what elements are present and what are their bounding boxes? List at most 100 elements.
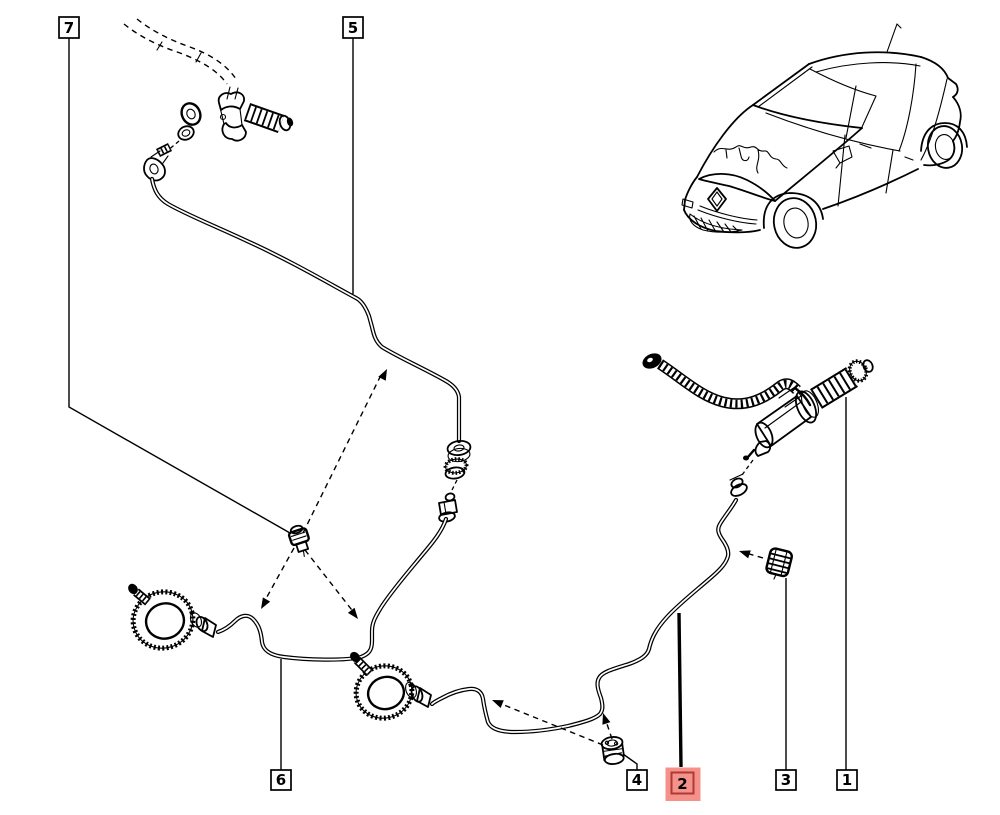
callout-3[interactable]: 3 (775, 769, 797, 791)
car-windshield (757, 66, 877, 128)
car-rear-arch (920, 122, 968, 152)
car-rear-wheel (926, 125, 964, 169)
callout-4-box[interactable] (626, 769, 648, 791)
arrowhead (347, 607, 362, 622)
car-c-pillar (898, 63, 917, 152)
hose-ticks (156, 41, 202, 63)
elbow-detail (150, 150, 169, 164)
nut-sides (601, 742, 625, 762)
nut-pin (613, 741, 619, 746)
assembly-arrow-clip7-right (304, 549, 362, 622)
car-beltline (765, 112, 901, 152)
elbow-fitting (143, 157, 166, 182)
connector-collar (195, 615, 209, 633)
arrowhead (737, 547, 751, 559)
union-nut (177, 125, 195, 141)
cylinder-body-detail (764, 386, 802, 429)
connector-hex (201, 617, 217, 638)
callout-2-box[interactable] (670, 771, 695, 795)
bleed-valve (746, 448, 756, 459)
callout-1[interactable]: 1 (836, 769, 858, 791)
end-knurl-outline (849, 360, 867, 382)
car-door-handles (859, 143, 914, 161)
connector-hex (416, 687, 432, 708)
cylinder-flange (794, 390, 818, 424)
callout-2-highlighted[interactable]: 2 (665, 767, 701, 802)
assembly-arrow-clip7-up (302, 367, 391, 534)
grommet-nut-4 (600, 736, 625, 765)
car-roof (808, 51, 922, 65)
callout-1-label: 1 (842, 771, 852, 789)
car-grille-lines (697, 205, 758, 225)
car-front-arch (762, 192, 824, 229)
callout-4[interactable]: 4 (626, 769, 648, 791)
car-brand-badge-inner (711, 191, 723, 207)
callout-leader-2 (677, 612, 683, 768)
pipe-connector-mid (438, 492, 458, 523)
car-roof-side (815, 62, 921, 73)
retaining-clip-7 (287, 524, 310, 558)
callout-3-box[interactable] (775, 769, 797, 791)
elbow-bore (149, 163, 159, 175)
collar-rib (729, 473, 744, 481)
upper-pipe (151, 178, 460, 442)
car-b-pillar (845, 85, 857, 139)
callout-5-box[interactable] (342, 16, 364, 39)
car-front-face (683, 176, 698, 211)
car-front-rim (783, 207, 809, 239)
car-a-pillar (752, 63, 810, 106)
callout-5[interactable]: 5 (342, 16, 364, 39)
car-brand-badge (707, 187, 727, 212)
grommet-inner-ring (366, 675, 406, 711)
grommet-outline (132, 591, 194, 649)
lower-left-pipe (217, 518, 447, 661)
seal-ring-bore (453, 444, 465, 452)
clip-lobes (769, 548, 788, 577)
clip-ribs (290, 531, 307, 541)
callout-1-box[interactable] (836, 769, 858, 791)
car-hood-right-edge (774, 127, 863, 202)
callout-7[interactable]: 7 (58, 16, 80, 39)
pipe-assembly-lower-right (432, 500, 736, 732)
callout-2-label: 2 (677, 775, 687, 793)
car-foglight (681, 198, 694, 209)
assembly-axis-dashed (450, 479, 458, 493)
car-rear-crease (920, 78, 948, 161)
cylinder-flange-2 (800, 390, 820, 418)
connector-hex (438, 499, 458, 516)
callout-6-label: 6 (276, 771, 286, 789)
callout-6[interactable]: 6 (270, 769, 292, 791)
car-hatch (952, 96, 962, 142)
car-sill (822, 168, 919, 210)
assembly-arrow-clip7-left (257, 547, 295, 612)
reservoir-hose-dashed (123, 23, 228, 85)
reservoir-hose-dashed (136, 18, 237, 80)
clutch-master-cylinder-upper (123, 18, 294, 182)
callout-leader-7 (68, 38, 291, 534)
car-lower-grille-mesh (689, 213, 743, 233)
car-mirror (832, 145, 853, 169)
nipple-tip (350, 651, 360, 663)
callout-3-label: 3 (781, 771, 791, 789)
callout-6-box[interactable] (270, 769, 292, 791)
bracket-lower-prong (221, 122, 247, 142)
outlet-port (754, 440, 772, 457)
car-spoiler (920, 56, 959, 98)
arrowhead (378, 367, 391, 381)
cylinder-end-cap (754, 421, 774, 449)
callout-leader-4 (622, 753, 638, 770)
assembly-axis-dashed (741, 459, 754, 476)
pipe-assembly-lower-left (218, 519, 446, 660)
grommet-seal-stack (443, 439, 472, 493)
pipe-connector-right (405, 681, 432, 708)
piston-cap-inner (186, 108, 196, 120)
callout-4-label: 4 (632, 771, 642, 789)
vehicle-thumbnail (681, 23, 968, 249)
clip-tail (773, 573, 777, 580)
callout-7-box[interactable] (58, 16, 80, 39)
callout-5-label: 5 (348, 19, 358, 37)
arrowhead (490, 696, 504, 709)
knurled-grommet-outline (445, 458, 467, 474)
car-cowl (752, 104, 863, 129)
